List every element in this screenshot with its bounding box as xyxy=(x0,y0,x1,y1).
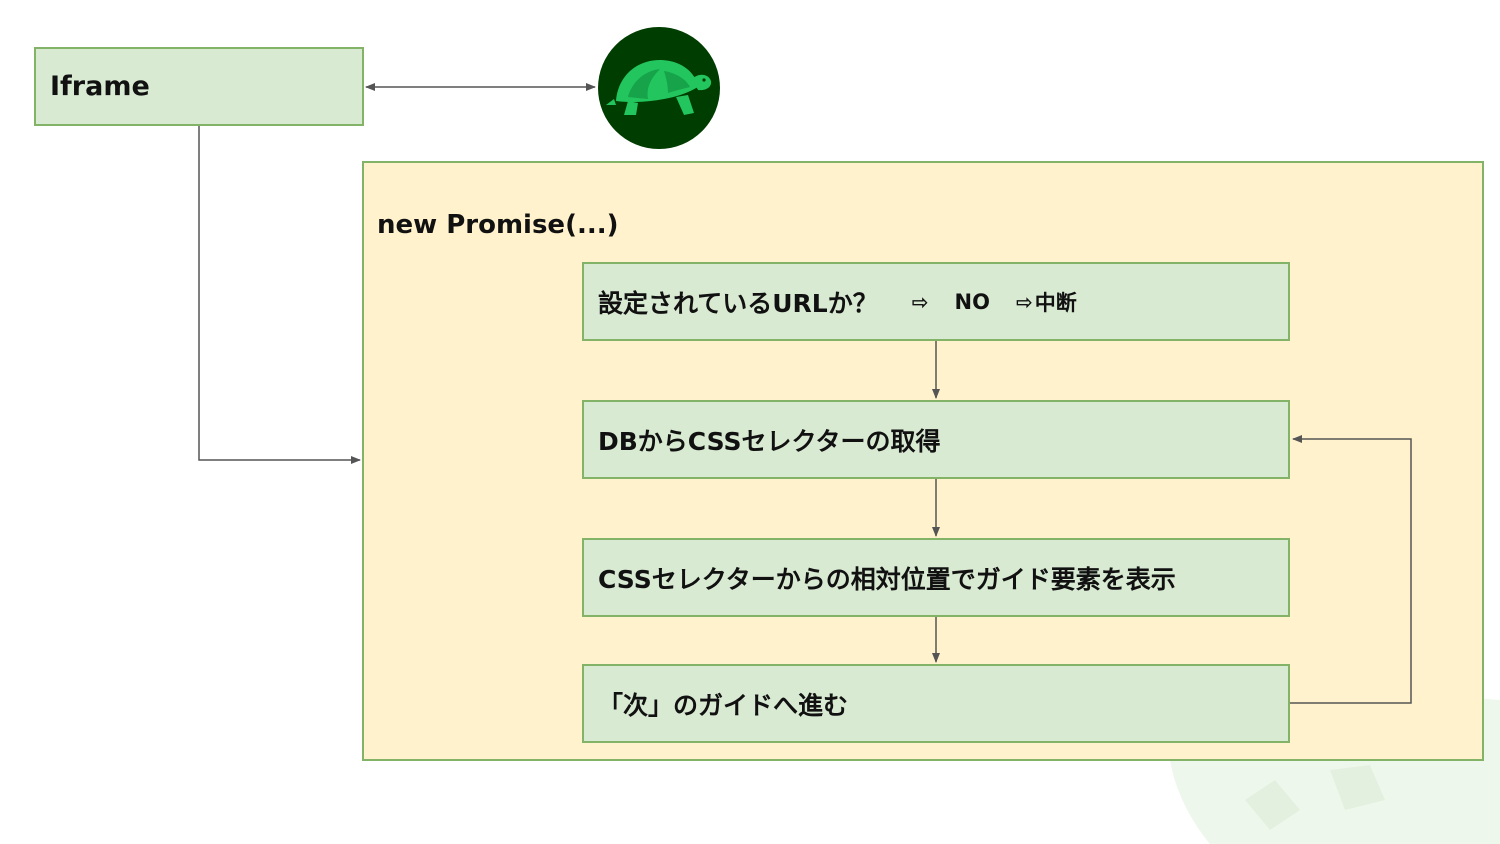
step-next-guide: 「次」のガイドへ進む xyxy=(582,664,1290,743)
step-fetch-selector: DBからCSSセレクターの取得 xyxy=(582,400,1290,479)
iframe-label: Iframe xyxy=(50,71,150,102)
right-arrow-icon: ⇨ xyxy=(1015,289,1033,314)
step-show-guide-label: CSSセレクターからの相対位置でガイド要素を表示 xyxy=(598,564,1176,594)
step-check-url: 設定されているURLか？ ⇨ NO ⇨ 中断 xyxy=(582,262,1290,341)
turtle-logo-icon xyxy=(598,27,720,149)
iframe-node: Iframe xyxy=(34,47,364,126)
no-label: NO xyxy=(954,289,990,314)
step-next-guide-label: 「次」のガイドへ進む xyxy=(598,690,849,720)
abort-label: 中断 xyxy=(1034,290,1077,315)
step-fetch-selector-label: DBからCSSセレクターの取得 xyxy=(598,426,941,456)
right-arrow-icon: ⇨ xyxy=(911,289,929,314)
step-check-url-label: 設定されているURLか？ xyxy=(598,288,878,318)
promise-label: new Promise(...) xyxy=(377,210,619,240)
step-show-guide: CSSセレクターからの相対位置でガイド要素を表示 xyxy=(582,538,1290,617)
